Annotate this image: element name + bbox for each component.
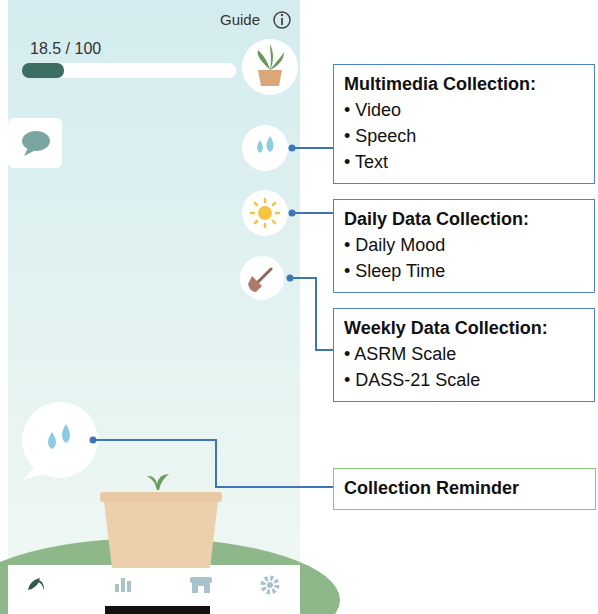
callout-box: Collection Reminder (333, 468, 596, 510)
callout-box: Multimedia Collection:• Video• Speech• T… (333, 64, 595, 184)
bullet-item: • DASS-21 Scale (344, 367, 584, 393)
callout-box: Weekly Data Collection:• ASRM Scale• DAS… (333, 308, 595, 402)
callout-heading: Daily Data Collection: (344, 206, 584, 232)
bullet-item: • Sleep Time (344, 258, 584, 284)
callout-heading: Collection Reminder (344, 475, 585, 501)
bullet-item: • Speech (344, 123, 584, 149)
bullet-item: • Daily Mood (344, 232, 584, 258)
bullet-item: • Video (344, 97, 584, 123)
progress-value: 18.5 / 100 (30, 40, 101, 58)
bullet-item: • Text (344, 149, 584, 175)
callout-box: Daily Data Collection:• Daily Mood• Slee… (333, 199, 595, 293)
callout-heading: Weekly Data Collection: (344, 315, 584, 341)
callout-heading: Multimedia Collection: (344, 71, 584, 97)
bullet-item: • ASRM Scale (344, 341, 584, 367)
guide-label: Guide (220, 11, 260, 28)
